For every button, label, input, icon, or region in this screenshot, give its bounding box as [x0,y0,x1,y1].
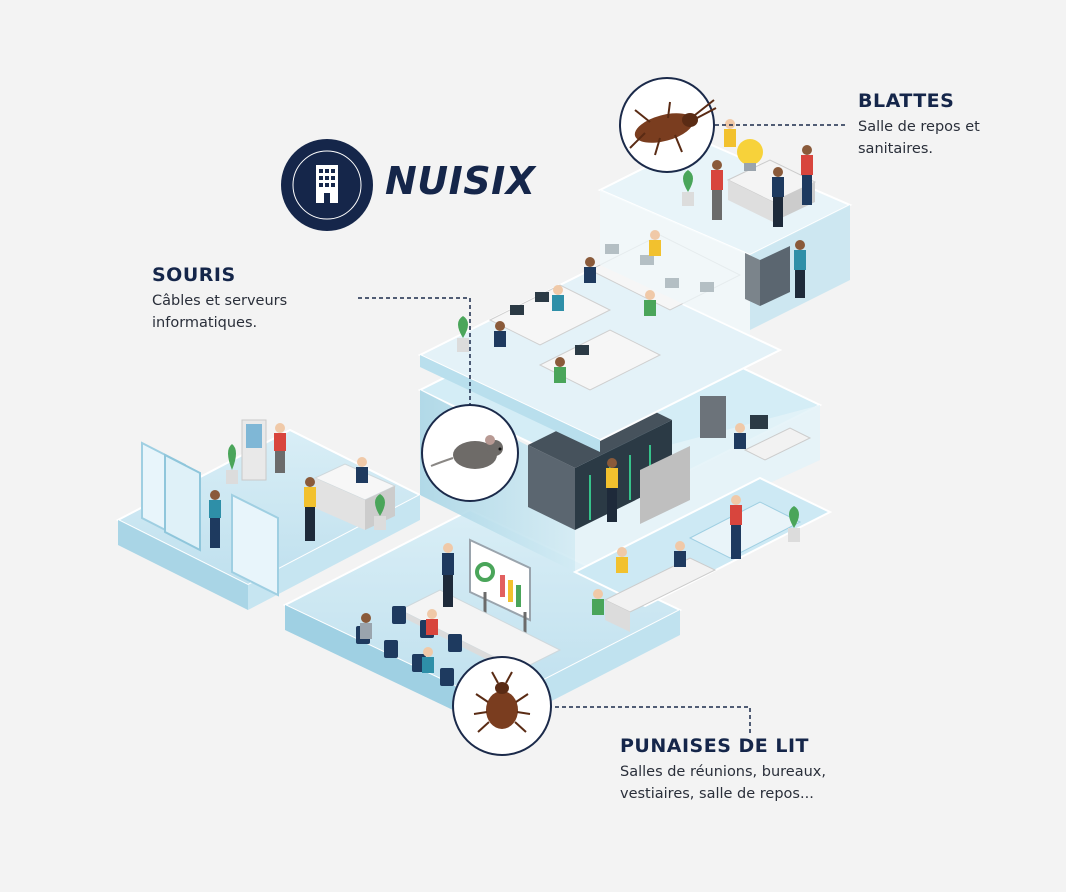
person [794,240,806,298]
plant [457,316,469,352]
glass-doors [141,441,279,597]
person [606,458,618,522]
callout-line: Salle de repos et [858,119,980,135]
person [360,613,372,639]
plant [788,506,800,542]
person [494,321,506,347]
person [442,543,454,607]
callout-title: PUNAISES DE LIT [620,735,809,757]
cockroach-icon [629,99,717,156]
plant [374,494,386,530]
person [426,609,438,635]
person [734,423,746,449]
callout-title: BLATTES [858,90,955,112]
mouse-icon [430,435,503,469]
bedbug-icon [473,671,531,733]
callout-line: informatiques. [152,315,258,331]
leader-lines [358,124,848,735]
person [584,257,596,283]
side-desk [700,396,812,461]
cockroach-badge [619,77,717,173]
people [209,119,813,673]
workstation-zone [572,476,833,632]
plant [682,170,694,206]
whiteboard [469,538,531,645]
brand-name: NUISIX [385,159,536,203]
person [801,145,813,205]
person [304,477,316,541]
person [724,119,736,147]
person [422,647,434,673]
person [552,285,564,311]
plant [226,444,238,484]
break-room [597,138,853,335]
person [616,547,628,573]
callout-description: Câbles et serveurs informatiques. [152,290,352,334]
cabinet [745,246,790,306]
nuisix-logo: NUISIX [279,137,559,233]
person [772,167,784,227]
callout-description: Salles de réunions, bureaux, vestiaires,… [620,761,920,805]
person [274,423,286,473]
mouse-badge [421,404,519,502]
callout-punaises: PUNAISES DE LIT Salles de réunions, bure… [620,735,920,805]
reception-desk [313,463,397,530]
callout-line: Câbles et serveurs [152,293,288,309]
lightbulb [737,139,763,171]
person [711,160,723,220]
bedbug-badge [452,656,552,756]
callout-line: sanitaires. [858,141,933,157]
person [649,230,661,256]
office-building-seal-icon [281,139,373,231]
person [644,290,656,316]
person [554,357,566,383]
leader-line-souris [358,297,471,405]
person [674,541,686,567]
callout-blattes: BLATTES Salle de repos et sanitaires. [858,90,1058,160]
kiosk [241,419,267,481]
callout-line: Salles de réunions, bureaux, [620,764,826,780]
person [730,495,742,559]
person [356,457,368,483]
callout-title: SOURIS [152,264,236,286]
person [592,589,604,615]
person [209,490,221,548]
callout-description: Salle de repos et sanitaires. [858,116,1058,160]
callout-souris: SOURIS Câbles et serveurs informatiques. [152,264,352,334]
lobby-wing [115,419,423,610]
leader-line-punaises [548,706,751,735]
callout-line: vestiaires, salle de repos... [620,786,814,802]
